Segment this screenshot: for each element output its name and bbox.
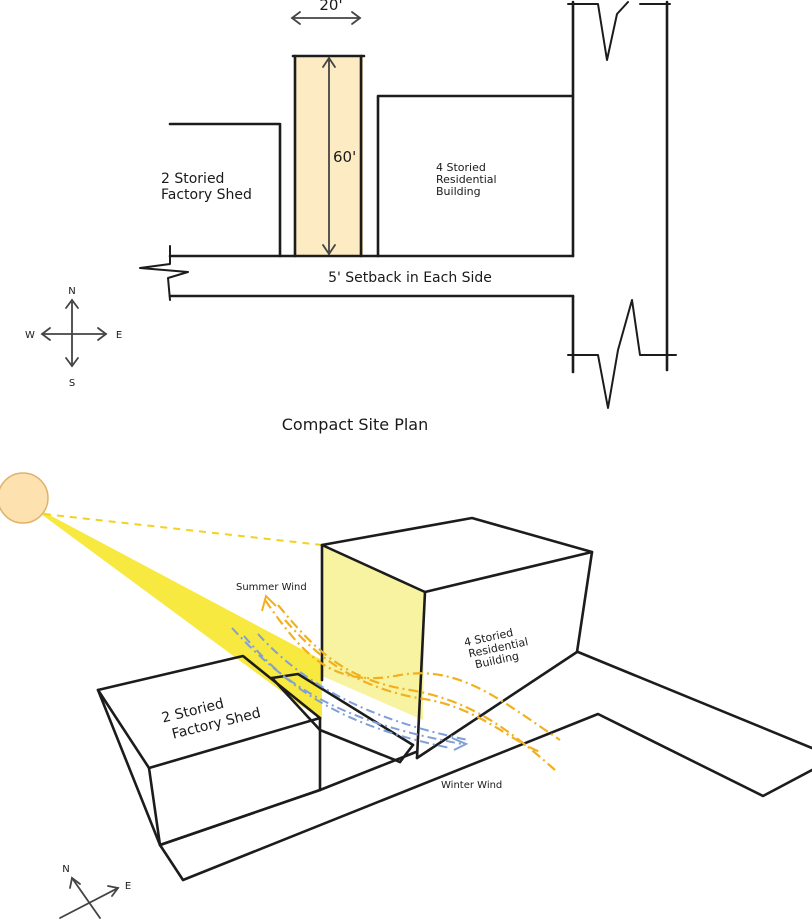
axo-compass: N E — [59, 864, 131, 919]
residential-label-line2: Residential — [436, 173, 497, 186]
factory-shed-outline — [168, 122, 282, 258]
summer-wind — [264, 599, 561, 771]
residential-front-corner — [415, 590, 427, 760]
sun-ray-wedge — [22, 500, 322, 720]
residential-right-edge — [575, 550, 594, 654]
axo-compass-e: E — [125, 881, 131, 892]
compass-w: W — [25, 330, 35, 341]
axo-residential-label: 4 Storied Residential Building — [463, 626, 529, 671]
v-road-break-top — [567, 1, 671, 61]
factory-left-edge — [96, 688, 162, 847]
v-road-break-bottom — [567, 299, 677, 409]
shaded-facade — [322, 545, 425, 720]
factory-label-line2: Factory Shed — [161, 187, 252, 203]
residential-label-line1: 4 Storied — [436, 161, 486, 174]
width-dimension: 20' — [290, 0, 362, 25]
winter-wind-arrowhead — [451, 737, 469, 751]
axo-factory-label: 2 Storied Factory Shed — [160, 696, 262, 743]
summer-wind-arrowhead — [261, 594, 277, 612]
factory-label-line1: 2 Storied — [161, 171, 224, 187]
winter-wind — [231, 627, 469, 749]
width-dimension-label: 20' — [319, 0, 342, 14]
factory-front-corner — [147, 766, 162, 847]
length-dimension: 60' — [322, 56, 356, 256]
winter-wind-label: Winter Wind — [441, 780, 502, 791]
compass-n: N — [68, 286, 75, 297]
compass-s: S — [69, 378, 75, 389]
axonometric-view: Summer Wind Winter Wind 2 Storied Factor… — [0, 472, 812, 919]
plot-channel-end — [398, 743, 415, 764]
road-break-mark — [139, 245, 189, 301]
setback-label: 5' Setback in Each Side — [328, 270, 492, 286]
residential-base — [415, 650, 579, 760]
axo-compass-n: N — [62, 864, 69, 875]
road-near-edge — [158, 712, 812, 882]
site-plan-compass: N S W E — [25, 286, 122, 389]
compass-e: E — [116, 330, 122, 341]
residential-building-outline — [376, 94, 574, 258]
site-plan-title: Compact Site Plan — [282, 415, 429, 434]
site-plan: 20' 60' 2 Storied Factory Shed 4 Storied… — [25, 0, 677, 434]
residential-label-line3: Building — [436, 185, 481, 198]
sun — [0, 472, 49, 524]
road-far-edge-right — [576, 650, 812, 750]
summer-wind-label: Summer Wind — [236, 582, 307, 593]
length-dimension-label: 60' — [333, 148, 356, 166]
factory-base — [158, 788, 322, 847]
